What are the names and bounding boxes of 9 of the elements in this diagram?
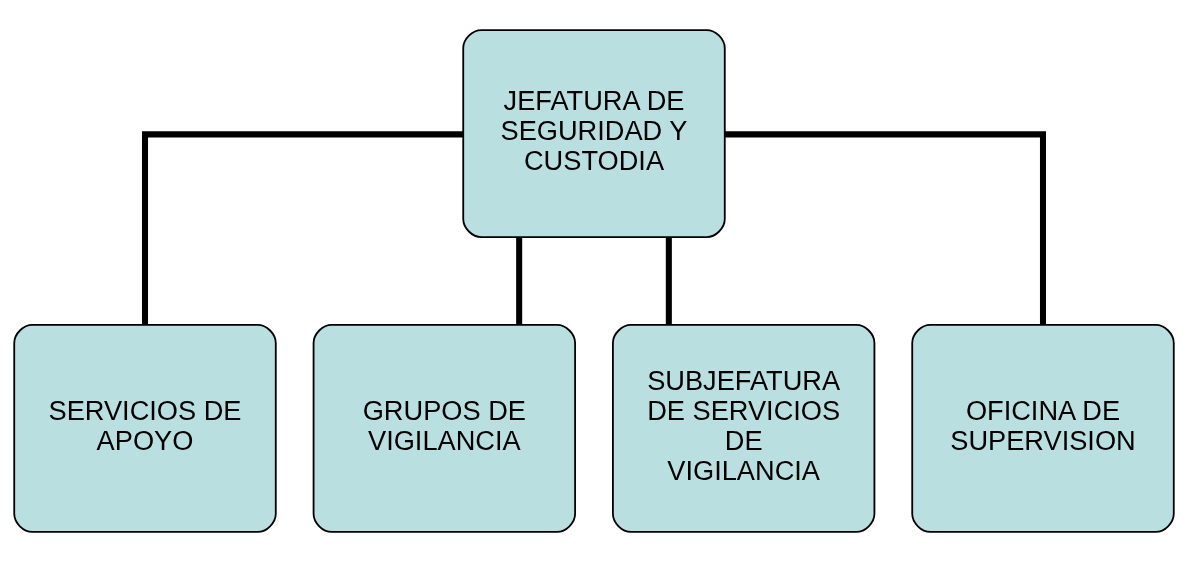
node-box: OFICINA DE SUPERVISION (911, 323, 1175, 533)
connector (516, 237, 523, 324)
node-box: JEFATURA DE SEGURIDAD Y CUSTODIA (462, 28, 726, 238)
node-box: SERVICIOS DE APOYO (13, 323, 277, 533)
connector (665, 237, 672, 324)
node-box: GRUPOS DE VIGILANCIA (312, 323, 576, 533)
connector (725, 130, 1046, 325)
node-box: SUBJEFATURA DE SERVICIOS DE VIGILANCIA (612, 323, 876, 533)
connector (142, 130, 463, 325)
